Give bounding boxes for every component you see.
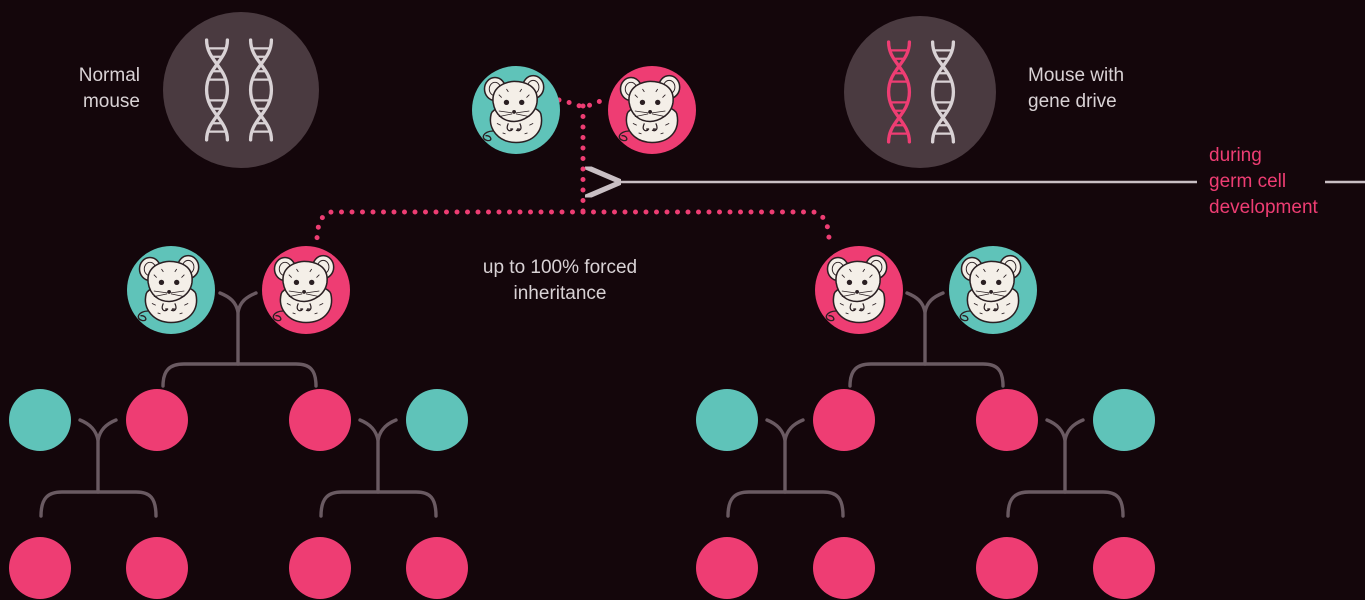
offspring-gene-drive xyxy=(1093,537,1155,599)
offspring-gene-drive xyxy=(406,537,468,599)
offspring-normal xyxy=(406,389,468,451)
left-pair-gene-drive-mouse xyxy=(262,246,350,334)
normal-mouse-badge xyxy=(163,12,319,168)
offspring-gene-drive xyxy=(289,537,351,599)
offspring-gene-drive xyxy=(9,537,71,599)
offspring-gene-drive xyxy=(813,389,875,451)
gene-drive-mouse-badge xyxy=(844,16,996,168)
inheritance-annotation: up to 100% forced inheritance xyxy=(482,257,638,304)
offspring-gene-drive xyxy=(696,537,758,599)
right-pair-normal-mouse xyxy=(949,246,1037,334)
right-pair-gene-drive-mouse xyxy=(815,246,903,334)
germ-cell-annotation: during germ cell development xyxy=(1209,145,1318,218)
offspring-gene-drive xyxy=(813,537,875,599)
offspring-gene-drive xyxy=(289,389,351,451)
offspring-gene-drive xyxy=(976,537,1038,599)
generation-three xyxy=(9,537,1155,599)
family-tree-connectors xyxy=(39,291,1125,518)
normal-mouse-label: Normal mouse xyxy=(78,65,140,112)
dotted-connectors xyxy=(314,97,832,243)
parent-normal-mouse xyxy=(472,66,560,154)
gene-drive-mouse-label: Mouse with gene drive xyxy=(1028,65,1125,112)
generation-two xyxy=(9,389,1155,451)
offspring-normal xyxy=(9,389,71,451)
offspring-gene-drive xyxy=(126,389,188,451)
left-pair-normal-mouse xyxy=(127,246,215,334)
offspring-gene-drive xyxy=(976,389,1038,451)
offspring-gene-drive xyxy=(126,537,188,599)
offspring-normal xyxy=(1093,389,1155,451)
parent-gene-drive-mouse xyxy=(608,66,696,154)
offspring-normal xyxy=(696,389,758,451)
